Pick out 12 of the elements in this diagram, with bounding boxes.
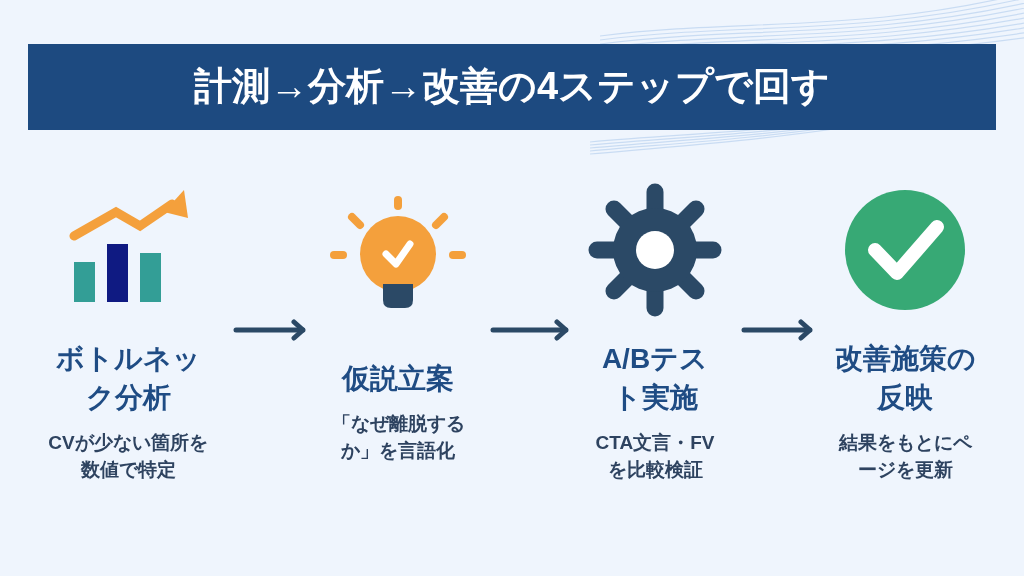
step-heading: 改善施策の反映 bbox=[833, 342, 977, 415]
step-description: 結果をもとにページを更新 bbox=[837, 431, 973, 482]
step-heading: A/Bテスト実施 bbox=[600, 342, 710, 415]
step-heading: 仮説立案 bbox=[340, 361, 455, 396]
step-description: 「なぜ離脱するか」を言語化 bbox=[330, 411, 466, 463]
arrow bbox=[490, 319, 569, 341]
arrow bbox=[233, 319, 306, 341]
step-heading: ボトルネック分析 bbox=[55, 342, 201, 415]
step-description: CVが少ない箇所を数値で特定 bbox=[47, 431, 209, 482]
title-heading: 計測→分析→改善の4ステップで回す bbox=[193, 64, 831, 110]
arrow bbox=[741, 319, 813, 341]
step-description: CTA文言・FVを比較検証 bbox=[594, 431, 716, 482]
